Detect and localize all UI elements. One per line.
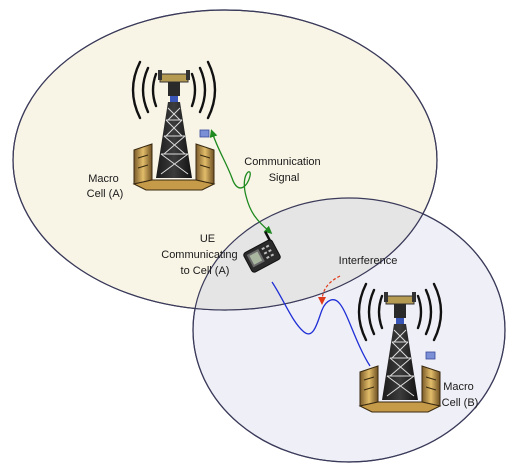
communication-signal-label-line1: Communication: [244, 156, 320, 168]
ue-label-line3: to Cell (A): [181, 265, 230, 277]
communication-signal-label: Communication Signal: [244, 156, 323, 184]
interference-signal-wave: [271, 281, 371, 367]
interference-label: Interference: [339, 255, 398, 267]
mobile-phone-icon: [243, 231, 281, 273]
cell-a-label: Macro Cell (A): [87, 173, 124, 200]
communication-signal-wave: [209, 129, 273, 234]
ue-label: UE Communicating to Cell (A): [161, 233, 240, 277]
ue-label-line2: Communicating: [161, 249, 237, 261]
cell-a-label-line2: Cell (A): [87, 188, 124, 200]
interference-indicator-arrow: [318, 275, 341, 305]
macro-cell-a-outline: [12, 9, 438, 311]
macro-cell-b-outline: [192, 197, 506, 463]
cell-a-label-line1: Macro: [88, 173, 119, 185]
cell-b-label-line2: Cell (B): [442, 397, 479, 409]
communication-signal-label-line2: Signal: [269, 172, 300, 184]
cell-b-label: Macro Cell (B): [442, 381, 479, 409]
cell-b-label-line1: Macro: [443, 381, 474, 393]
ue-label-line1: UE: [200, 233, 215, 245]
